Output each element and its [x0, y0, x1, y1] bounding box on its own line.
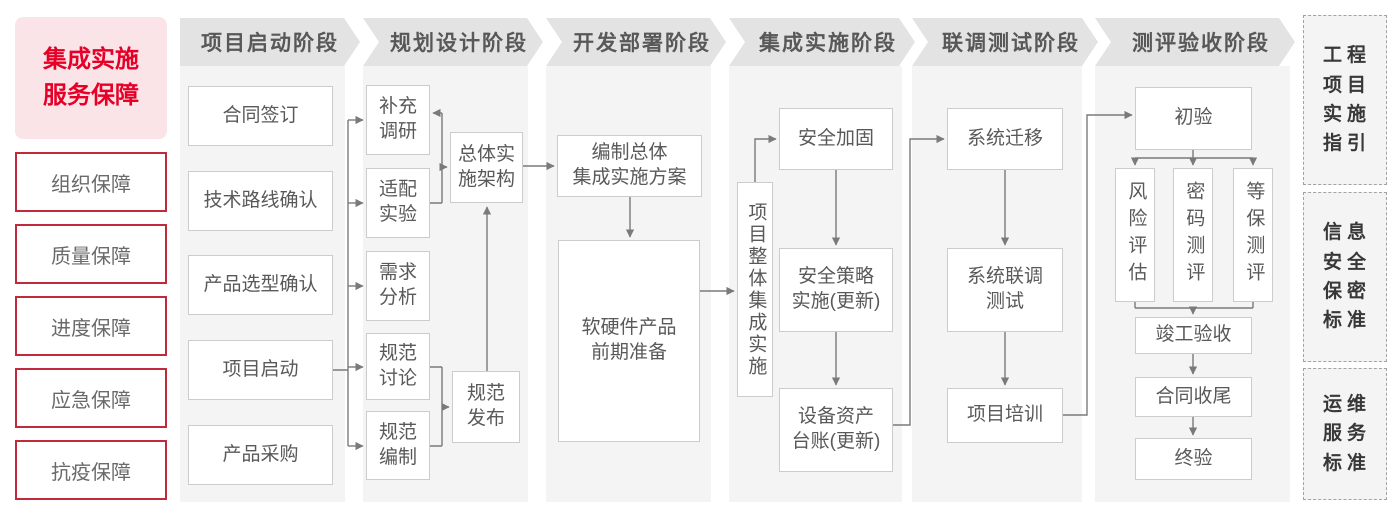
box-tech-route-confirm: 技术路线确认 [188, 171, 333, 231]
phase-header-develop-deploy: 开发部署阶段 [546, 18, 726, 66]
ref-infosec-confidentiality-standard: 信息 安全 保密 标准 [1303, 192, 1387, 362]
box-project-training: 项目培训 [947, 388, 1063, 443]
box-product-procurement: 产品采购 [188, 425, 333, 485]
guarantee-emergency: 应急保障 [15, 368, 167, 428]
guarantee-quality: 质量保障 [15, 224, 167, 284]
ref-ops-service-standard: 运维 服务 标准 [1303, 368, 1387, 500]
box-spec-drafting: 规范 编制 [366, 411, 430, 480]
phase-header-joint-debug-test: 联调测试阶段 [912, 18, 1098, 66]
box-supplementary-research: 补充 调研 [366, 85, 430, 155]
box-security-hardening: 安全加固 [779, 108, 893, 170]
box-completion-acceptance: 竣工验收 [1135, 317, 1252, 354]
box-product-selection-confirm: 产品选型确认 [188, 255, 333, 315]
box-classified-protection-eval: 等保测评 [1233, 168, 1273, 302]
box-system-migration: 系统迁移 [947, 108, 1063, 170]
diagram-title: 集成实施 服务保障 [15, 17, 167, 139]
phase-header-integration-impl: 集成实施阶段 [729, 18, 915, 66]
box-hw-sw-preparation: 软硬件产品 前期准备 [558, 240, 700, 442]
box-contract-signing: 合同签订 [188, 86, 333, 146]
box-crypto-evaluation: 密码测评 [1173, 168, 1213, 302]
box-project-kickoff: 项目启动 [188, 340, 333, 400]
phase-header-eval-acceptance: 测评验收阶段 [1095, 18, 1295, 66]
box-risk-assessment: 风险评估 [1115, 168, 1155, 302]
phase-header-planning-design: 规划设计阶段 [363, 18, 543, 66]
box-overall-integration-plan: 编制总体 集成实施方案 [557, 135, 702, 197]
box-spec-discussion: 规范 讨论 [366, 333, 430, 400]
ref-engineering-project-guide: 工程 项目 实施 指引 [1303, 15, 1387, 185]
box-equipment-asset-ledger: 设备资产 台账(更新) [779, 388, 893, 472]
box-system-joint-debug-test: 系统联调 测试 [947, 248, 1063, 332]
box-requirement-analysis: 需求 分析 [366, 251, 430, 321]
box-final-acceptance: 终验 [1135, 438, 1252, 480]
box-contract-closure: 合同收尾 [1135, 377, 1252, 417]
guarantee-anti-epidemic: 抗疫保障 [15, 440, 167, 500]
box-adaptation-test: 适配 实验 [366, 168, 430, 238]
phase-header-project-kickoff: 项目启动阶段 [180, 18, 360, 66]
box-initial-acceptance: 初验 [1135, 87, 1252, 150]
guarantee-organization: 组织保障 [15, 152, 167, 212]
box-spec-release: 规范 发布 [452, 371, 520, 443]
box-overall-project-integration: 项目整体集成实施 [737, 182, 773, 397]
box-security-policy-impl: 安全策略 实施(更新) [779, 248, 893, 332]
guarantee-schedule: 进度保障 [15, 296, 167, 356]
box-overall-impl-architecture: 总体实 施架构 [450, 132, 523, 203]
